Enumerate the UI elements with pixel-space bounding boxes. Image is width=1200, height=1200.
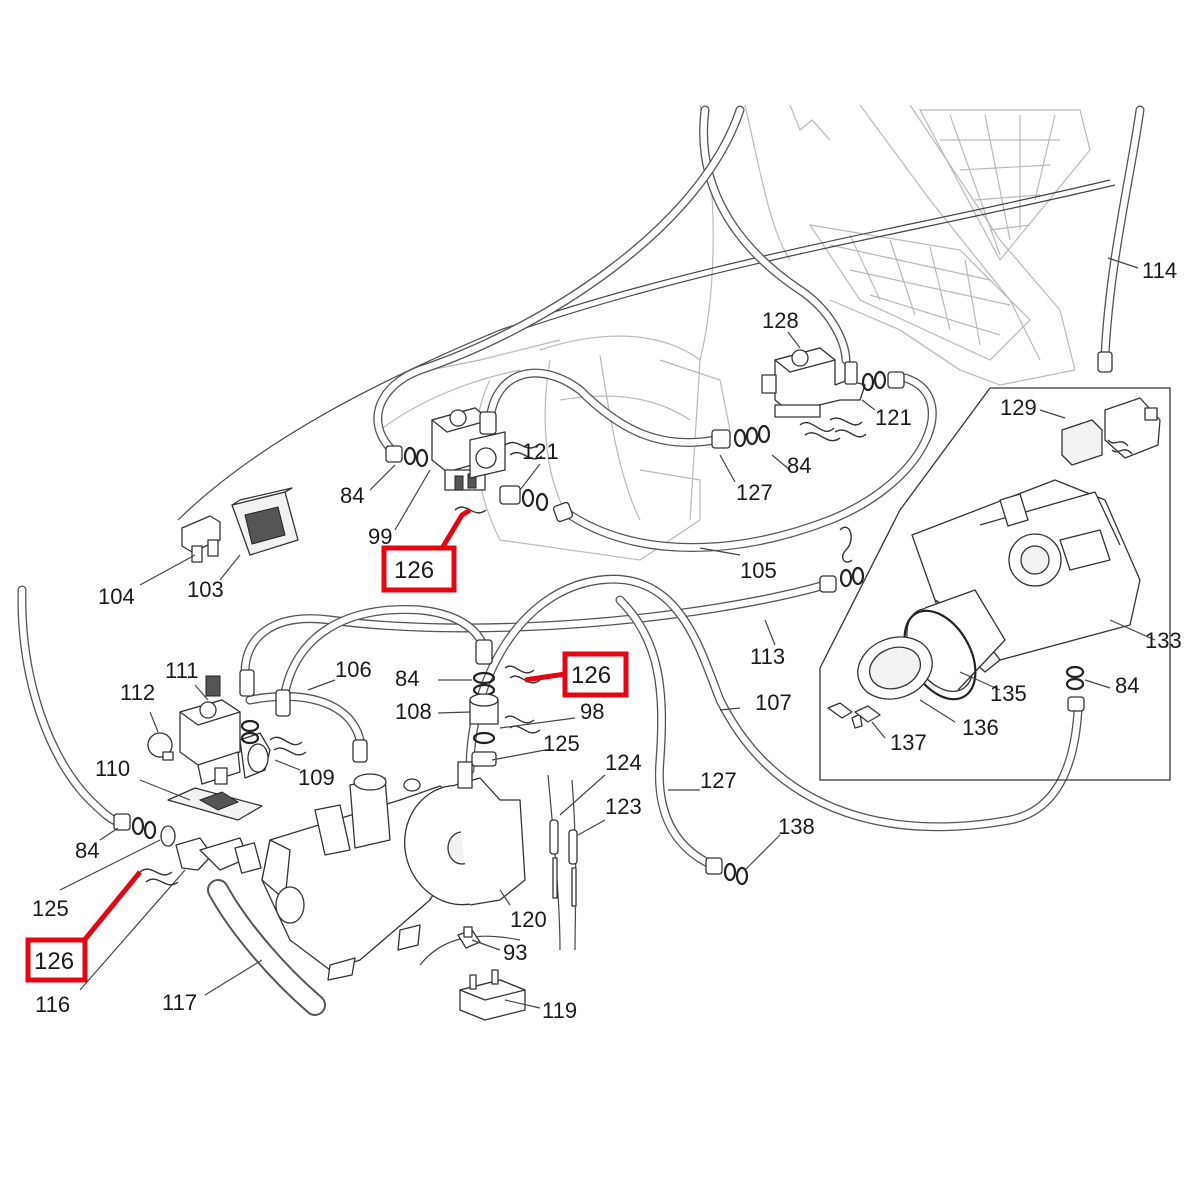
label-99: 99 bbox=[368, 524, 392, 549]
leader-lines bbox=[59, 257, 1156, 1009]
o-rings-121-upper bbox=[861, 370, 905, 392]
label-109: 109 bbox=[298, 765, 335, 790]
boiler-120 bbox=[261, 761, 526, 981]
label-126-upper: 126 bbox=[394, 557, 434, 584]
part-129-switch bbox=[1061, 397, 1161, 466]
left-fittings bbox=[113, 813, 262, 886]
label-117: 117 bbox=[162, 990, 197, 1015]
label-126-lower: 126 bbox=[34, 948, 74, 975]
label-138: 138 bbox=[778, 814, 815, 839]
label-135: 135 bbox=[990, 681, 1027, 706]
o-rings-113 bbox=[819, 526, 865, 593]
label-127-upper: 127 bbox=[736, 480, 773, 505]
hose-114 bbox=[1097, 105, 1145, 373]
label-123: 123 bbox=[605, 794, 642, 819]
hose-106 bbox=[245, 691, 365, 745]
label-112: 112 bbox=[120, 680, 155, 705]
part-103-connector bbox=[231, 487, 299, 556]
part-104-bracket bbox=[181, 515, 221, 563]
pump-assembly-133 bbox=[819, 387, 1171, 781]
fittings-106 bbox=[239, 669, 368, 763]
highlight-box-126-lower: 126 bbox=[25, 937, 88, 983]
highlighted-callouts: 126 126 126 bbox=[25, 545, 629, 983]
label-93: 93 bbox=[503, 940, 527, 965]
label-128: 128 bbox=[762, 308, 799, 333]
label-108: 108 bbox=[395, 699, 432, 724]
part-109-fitting bbox=[239, 719, 307, 779]
o-rings-121-left bbox=[499, 485, 574, 523]
label-137: 137 bbox=[890, 730, 927, 755]
label-103: 103 bbox=[187, 577, 224, 602]
part-93-sensor bbox=[457, 926, 481, 949]
label-114: 114 bbox=[1142, 258, 1177, 283]
highlight-box-126-upper: 126 bbox=[381, 545, 457, 593]
highlight-box-126-middle: 126 bbox=[562, 651, 629, 698]
label-121-upper: 121 bbox=[875, 405, 912, 430]
machine-housing-frame bbox=[379, 104, 1091, 561]
label-119: 119 bbox=[542, 998, 577, 1023]
label-113: 113 bbox=[750, 644, 785, 669]
hose-114-end bbox=[1097, 351, 1113, 373]
ground-cable bbox=[177, 179, 1111, 521]
fuse-123 bbox=[568, 829, 578, 907]
housing-grille bbox=[808, 109, 1091, 361]
solenoid-valve-128 bbox=[761, 347, 867, 442]
label-120: 120 bbox=[510, 907, 547, 932]
label-84-bottom-left: 84 bbox=[75, 838, 99, 863]
label-98: 98 bbox=[580, 699, 604, 724]
part-112-knob bbox=[147, 732, 174, 761]
label-110: 110 bbox=[95, 756, 130, 781]
hoses bbox=[17, 105, 1145, 1016]
label-111: 111 bbox=[165, 658, 198, 683]
solenoid-valve-111 bbox=[179, 675, 241, 785]
label-84-left: 84 bbox=[340, 483, 364, 508]
connector-108 bbox=[469, 639, 541, 767]
o-rings-84-pump bbox=[1065, 665, 1085, 712]
label-84-center: 84 bbox=[395, 666, 419, 691]
highlight-leader-1 bbox=[435, 507, 472, 557]
label-126-middle: 126 bbox=[571, 662, 611, 689]
label-106: 106 bbox=[335, 657, 372, 682]
label-125-center: 125 bbox=[543, 731, 580, 756]
callout-labels: 114 128 121 129 84 121 84 127 99 105 104… bbox=[32, 258, 1182, 1023]
label-105: 105 bbox=[740, 558, 777, 583]
label-104: 104 bbox=[98, 584, 135, 609]
label-107: 107 bbox=[755, 690, 792, 715]
label-129: 129 bbox=[1000, 395, 1037, 420]
fitting-127 bbox=[711, 424, 771, 449]
label-127-lower: 127 bbox=[700, 768, 737, 793]
label-124: 124 bbox=[605, 750, 642, 775]
part-110-plate bbox=[167, 787, 263, 821]
label-121-left: 121 bbox=[522, 439, 559, 464]
label-136: 136 bbox=[962, 715, 999, 740]
part-119-bracket bbox=[459, 969, 526, 1021]
label-116: 116 bbox=[35, 992, 70, 1017]
o-rings-84-left bbox=[385, 445, 429, 468]
hose-to-99 bbox=[373, 105, 745, 453]
highlight-leader-3 bbox=[80, 870, 142, 945]
fitting-138 bbox=[705, 857, 749, 886]
fuse-124 bbox=[549, 819, 559, 899]
label-133: 133 bbox=[1145, 628, 1182, 653]
solenoid-valve-99 bbox=[431, 407, 543, 514]
label-84-right: 84 bbox=[1115, 673, 1139, 698]
label-84-mid: 84 bbox=[787, 453, 811, 478]
label-125-left: 125 bbox=[32, 896, 69, 921]
hose-105 bbox=[565, 373, 937, 552]
